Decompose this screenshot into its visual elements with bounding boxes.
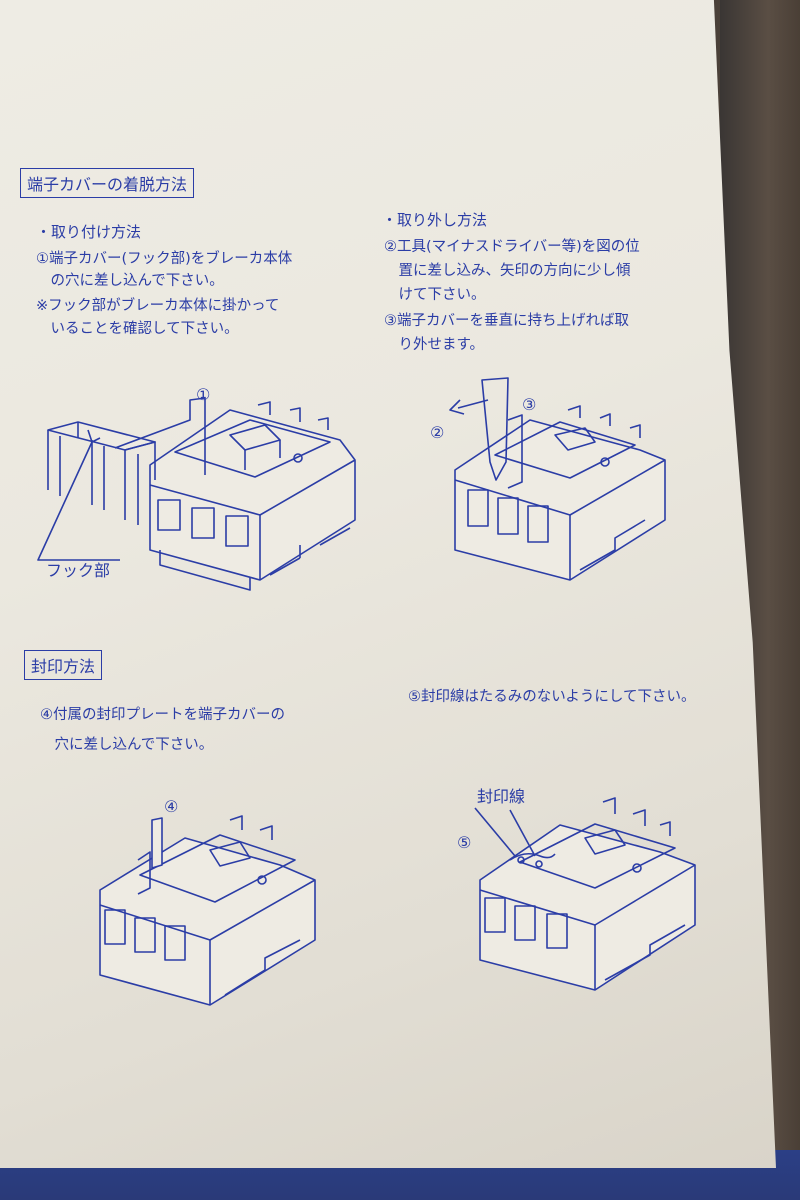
arrow-left-icon xyxy=(449,399,489,415)
diagram-seal-plate: ④ xyxy=(99,797,316,1006)
remove-line-3: けて下さい。 xyxy=(384,287,486,303)
mark-three: ③ xyxy=(522,395,536,414)
breaker-body-1 xyxy=(149,401,356,591)
attach-line-4: いることを確認して下さい。 xyxy=(36,321,239,337)
diagram-remove-cover: ② ③ xyxy=(430,377,666,581)
attach-line-3: ※フック部がブレーカ本体に掛かって xyxy=(36,298,280,314)
seal-plate xyxy=(137,817,163,895)
attach-line-1: ①端子カバー(フック部)をブレーカ本体 xyxy=(36,251,293,267)
remove-line-5: り外せます。 xyxy=(384,337,485,353)
diagram-seal-wire: 封印線 ⑤ xyxy=(457,787,696,991)
section-title-seal: 封印方法 xyxy=(24,650,103,680)
breaker-body-3 xyxy=(99,815,316,1006)
seal-step4-line-2: 穴に差し込んで下さい。 xyxy=(40,737,214,753)
section-title-mount: 端子カバーの着脱方法 xyxy=(20,168,195,198)
hook-label: フック部 xyxy=(46,561,110,580)
attach-heading: ・取り付け方法 xyxy=(36,223,142,241)
remove-line-4: ③端子カバーを垂直に持ち上げれば取 xyxy=(384,313,629,329)
attach-line-2: の穴に差し込んで下さい。 xyxy=(36,273,224,289)
remove-line-1: ②工具(マイナスドライバー等)を図の位 xyxy=(384,239,640,255)
seal-wire-label: 封印線 xyxy=(477,787,525,806)
instruction-sheet: 端子カバーの着脱方法 ・取り付け方法 ①端子カバー(フック部)をブレーカ本体 の… xyxy=(0,0,776,1168)
seal-wire xyxy=(474,807,556,868)
seal-step4-line-1: ④付属の封印プレートを端子カバーの xyxy=(40,707,285,723)
diagram-attach-cover: フック部 ① xyxy=(37,385,356,591)
screwdriver xyxy=(481,377,523,489)
hook-callout: フック部 ① xyxy=(37,385,210,580)
remove-heading: ・取り外し方法 xyxy=(382,211,488,229)
mark-four: ④ xyxy=(164,797,178,816)
breaker-body-4 xyxy=(479,797,696,991)
terminal-cover-1 xyxy=(47,397,206,525)
seal-step5: ⑤封印線はたるみのないようにして下さい。 xyxy=(408,689,696,705)
mark-two: ② xyxy=(430,423,444,442)
breaker-body-2 xyxy=(454,405,666,581)
mark-five: ⑤ xyxy=(457,833,471,852)
remove-line-2: 置に差し込み、矢印の方向に少し傾 xyxy=(384,263,631,279)
mark-one: ① xyxy=(196,385,210,404)
